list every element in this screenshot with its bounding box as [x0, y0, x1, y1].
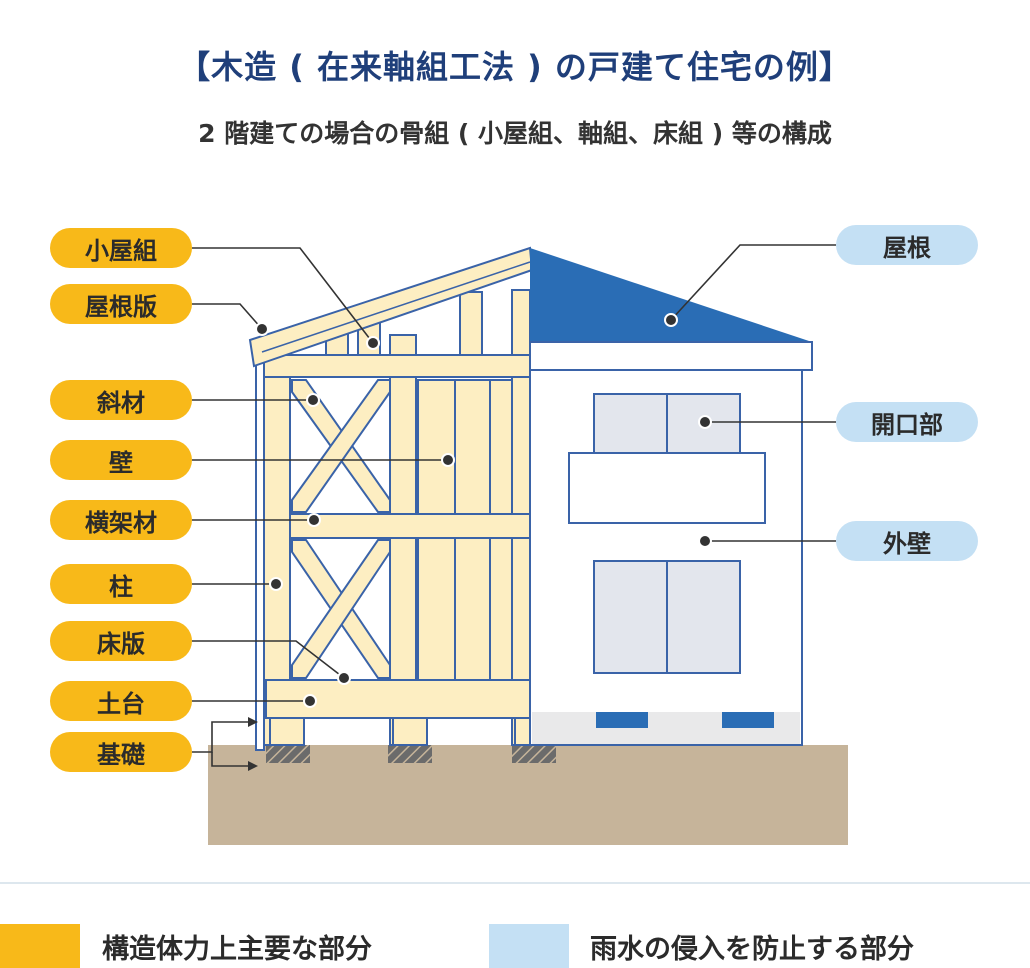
balcony [568, 452, 766, 524]
eave [529, 341, 813, 371]
diagonal-braces [291, 379, 391, 679]
legend-label-structural: 構造体力上主要な部分 [102, 933, 372, 965]
foundation-arrows [192, 721, 250, 767]
label-horizontal-member: 横架材 [50, 500, 192, 540]
arrow-head-icon [248, 761, 258, 771]
label-exterior-wall: 外壁 [836, 521, 978, 561]
diagram-title: 【木造 ( 在来軸組工法 ) の戸建て住宅の例】 [178, 48, 852, 86]
house-structure-diagram [192, 244, 848, 845]
label-brace: 斜材 [50, 380, 192, 420]
leader-lines [192, 244, 836, 702]
label-sill: 土台 [50, 681, 192, 721]
foundation-block [266, 745, 310, 763]
legend-swatch-structural [0, 924, 80, 968]
label-floor-board: 床版 [50, 621, 192, 661]
roof [530, 248, 812, 342]
label-column: 柱 [50, 564, 192, 604]
label-foundation: 基礎 [50, 732, 192, 772]
label-roof-framing: 小屋組 [50, 228, 192, 268]
diagram-subtitle: 2 階建ての場合の骨組 ( 小屋組、軸組、床組 ) 等の構成 [198, 119, 832, 148]
legend-divider [0, 882, 1030, 884]
arrow-head-icon [248, 717, 258, 727]
foundation-block [512, 745, 556, 763]
legend-swatch-rainwater [489, 924, 569, 968]
legend-label-rainwater: 雨水の侵入を防止する部分 [590, 933, 914, 965]
foundation-block [388, 745, 432, 763]
pointer-dots [255, 313, 712, 708]
label-roof-board: 屋根版 [50, 284, 192, 324]
label-opening: 開口部 [836, 402, 978, 442]
label-wall: 壁 [50, 440, 192, 480]
label-roof: 屋根 [836, 225, 978, 265]
